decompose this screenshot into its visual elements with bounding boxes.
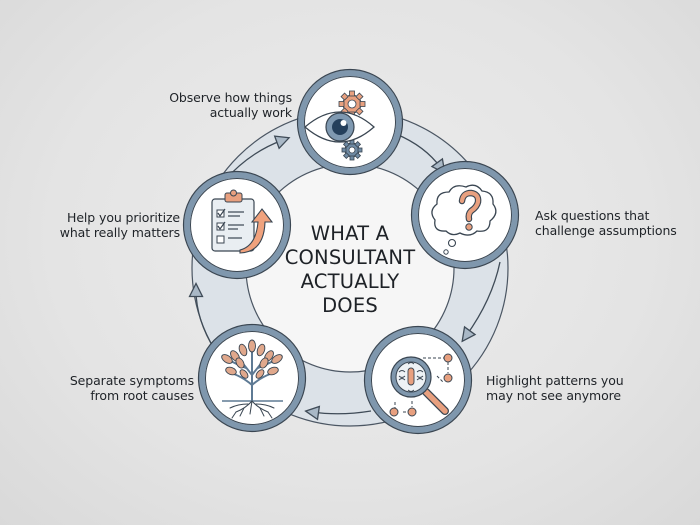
- label-line: Observe how things: [169, 90, 292, 105]
- node-separate: [197, 323, 307, 433]
- title-line: CONSULTANT: [284, 246, 416, 269]
- label-line: Ask questions that: [535, 208, 650, 223]
- label-prioritize: Help you prioritize what really matters: [10, 210, 180, 240]
- thought-cloud-question-icon: [431, 184, 497, 255]
- title-line: WHAT A: [310, 222, 390, 245]
- label-line: may not see anymore: [486, 388, 621, 403]
- tree-roots-icon: [221, 339, 283, 419]
- label-line: from root causes: [90, 388, 194, 403]
- label-line: Highlight patterns you: [486, 373, 624, 388]
- node-prioritize: [182, 170, 292, 280]
- label-separate: Separate symptoms from root causes: [40, 373, 194, 403]
- label-line: Help you prioritize: [67, 210, 180, 225]
- label-line: what really matters: [59, 225, 180, 240]
- magnifier-pattern-icon: [389, 353, 453, 417]
- node-ask: [410, 160, 520, 270]
- label-ask: Ask questions that challenge assumptions: [535, 208, 700, 238]
- label-highlight: Highlight patterns you may not see anymo…: [486, 373, 686, 403]
- label-line: Separate symptoms: [69, 373, 194, 388]
- label-observe: Observe how things actually work: [120, 90, 292, 120]
- label-line: challenge assumptions: [535, 223, 677, 238]
- title-line: DOES: [322, 294, 378, 317]
- eye-gears-icon: [304, 90, 375, 161]
- arrow-highlight-to-separate: [312, 411, 372, 414]
- node-observe: [296, 68, 404, 176]
- clipboard-checklist-arrow-icon: [211, 189, 274, 254]
- node-highlight: [363, 325, 473, 435]
- label-line: actually work: [209, 105, 292, 120]
- arrow-ask-to-highlight: [466, 261, 501, 336]
- center-title: WHAT A CONSULTANT ACTUALLY DOES: [250, 222, 450, 318]
- title-line: ACTUALLY: [300, 270, 400, 293]
